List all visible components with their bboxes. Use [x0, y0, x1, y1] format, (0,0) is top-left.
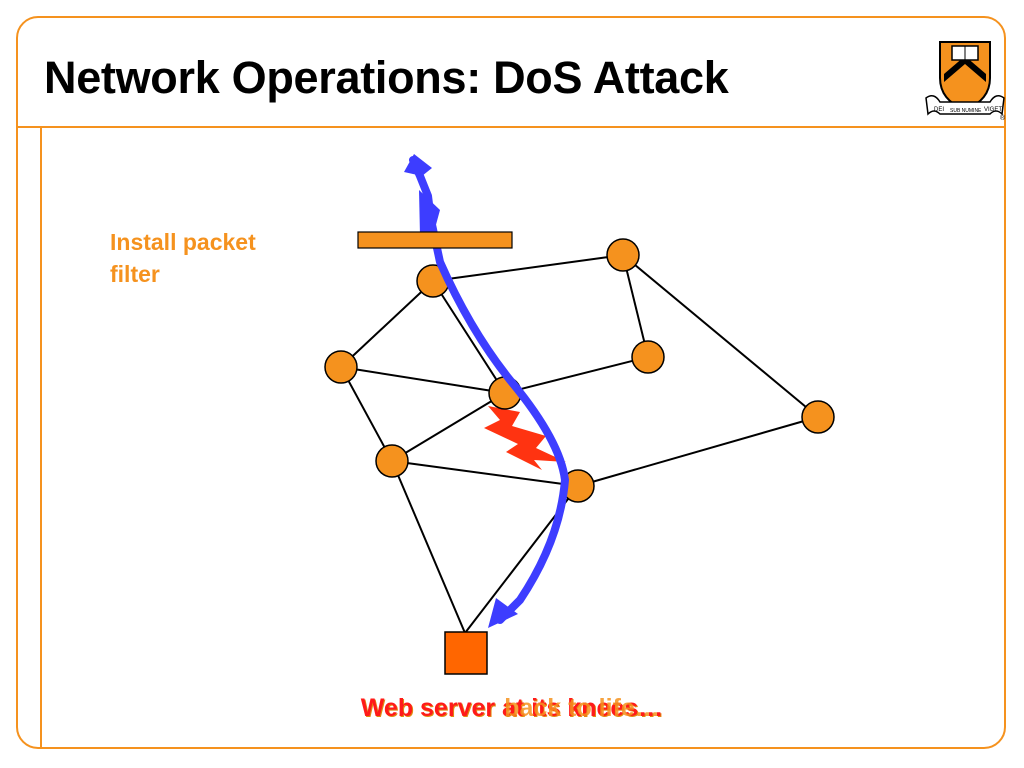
- caption: Web server at its knees… back to life…: [0, 694, 1024, 723]
- link-center-lowerleft: [391, 392, 506, 462]
- link-lowerleft-lowercenter: [391, 460, 579, 487]
- logo-motto-center: SUB NUMINE: [950, 108, 982, 114]
- traffic-arrowhead-top: [419, 190, 440, 236]
- link-farright-lowercenter: [577, 416, 819, 487]
- logo-motto-right: VIGET: [984, 107, 1002, 113]
- router-node-left: [324, 350, 358, 384]
- link-top-upperright: [432, 254, 624, 282]
- link-top-left: [340, 280, 434, 368]
- registered-mark: ®: [1000, 114, 1006, 122]
- scroll-banner: [925, 95, 1005, 116]
- router-node-far-right: [801, 400, 835, 434]
- network-links: [340, 254, 819, 634]
- title-divider: [17, 126, 1005, 128]
- shield-chevron: [944, 56, 986, 82]
- link-upperright-farright: [622, 254, 819, 418]
- packet-filter-label: Install packet filter: [110, 229, 256, 287]
- side-divider: [40, 128, 42, 748]
- slide-frame: [16, 16, 1006, 749]
- network-nodes: [324, 238, 835, 503]
- packet-filter-bar: [357, 231, 513, 249]
- attack-bolt-icon: [484, 406, 566, 470]
- traffic-entry-tail: [404, 154, 432, 176]
- link-left-lowerleft: [340, 366, 393, 462]
- link-lowerleft-server: [391, 460, 466, 634]
- caption-main-text: Web server at its knees…: [360, 694, 664, 722]
- link-top-center: [432, 280, 506, 394]
- traffic-arrowhead-icon: [488, 598, 518, 628]
- page-title: Network Operations: DoS Attack: [44, 52, 729, 103]
- link-center-rightmid: [504, 356, 649, 394]
- router-node-right-mid: [631, 340, 665, 374]
- attack-traffic-path: [409, 156, 569, 624]
- router-node-upper-right: [606, 238, 640, 272]
- university-shield-logo: DEI SUB NUMINE VIGET ®: [925, 41, 1006, 122]
- caption-overlay-text: back to life…: [504, 694, 660, 722]
- link-left-center: [340, 366, 506, 394]
- logo-motto-left: DEI: [934, 107, 944, 113]
- web-server-icon: [444, 631, 488, 675]
- router-node-lower-left: [375, 444, 409, 478]
- link-upperright-rightmid: [622, 254, 649, 358]
